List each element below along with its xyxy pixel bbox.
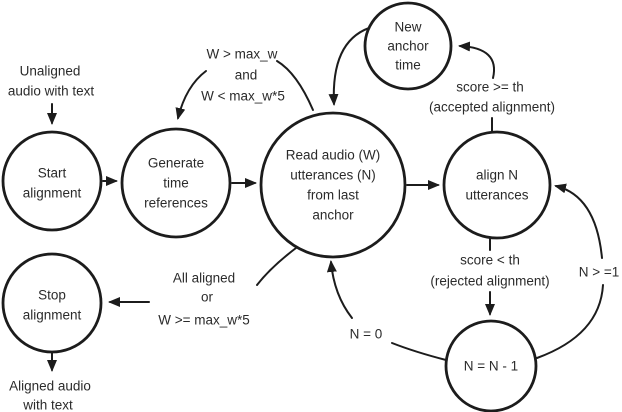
node-start-label-line: alignment bbox=[23, 186, 82, 201]
node-newanchor-label-line: anchor bbox=[387, 39, 429, 54]
node-generate-label-line: time bbox=[163, 176, 189, 191]
edge-label-accepted-line: (accepted alignment) bbox=[429, 100, 555, 115]
edge-label-n-ge-1: N > =1 bbox=[579, 265, 620, 280]
edge-newanchor-to-read bbox=[328, 27, 370, 106]
edge-label-allaligned-line: W >= max_w*5 bbox=[158, 313, 250, 328]
node-n-equals-n-minus-1 bbox=[444, 319, 538, 412]
node-start-alignment bbox=[1, 130, 103, 232]
node-stop-alignment bbox=[1, 252, 103, 354]
edge-decrement-to-align-segment-upper bbox=[554, 183, 603, 259]
node-read-label-line: anchor bbox=[312, 208, 354, 223]
node-start-label-line: Start bbox=[38, 166, 67, 181]
edge-read-to-generate-segment-right bbox=[276, 60, 314, 111]
node-read-audio-utterances bbox=[259, 111, 407, 259]
node-generate-time-references bbox=[120, 127, 232, 239]
edge-label-allaligned-line: All aligned bbox=[173, 271, 235, 286]
edge-align-to-newanchor-curve bbox=[458, 41, 496, 79]
node-decrement-label-line: N = N - 1 bbox=[464, 359, 518, 374]
node-align-label-line: align N bbox=[476, 168, 518, 183]
labels-layer: Start alignment Generate time references… bbox=[8, 20, 619, 412]
input-label-line: audio with text bbox=[8, 84, 95, 99]
node-read-label-line: from last bbox=[307, 188, 359, 203]
node-align-label-line: utterances bbox=[465, 188, 528, 203]
node-new-anchor-time bbox=[363, 1, 453, 91]
edge-decrement-to-align-segment-lower bbox=[536, 284, 604, 359]
node-newanchor-label-line: time bbox=[395, 58, 421, 73]
edges-layer bbox=[47, 27, 604, 372]
edge-label-window-line: and bbox=[235, 68, 258, 83]
node-generate-label-line: Generate bbox=[148, 156, 204, 171]
edge-label-n-eq-0: N = 0 bbox=[350, 327, 383, 342]
edge-decrement-to-read-segment-left bbox=[326, 260, 353, 319]
output-label-line: Aligned audio bbox=[9, 379, 91, 394]
edge-read-to-generate-segment-left bbox=[175, 70, 207, 120]
edge-label-rejected-line: score < th bbox=[460, 253, 520, 268]
node-read-label-line: Read audio (W) bbox=[286, 148, 381, 163]
edge-label-allaligned-line: or bbox=[201, 290, 214, 305]
nodes-layer bbox=[1, 1, 552, 412]
node-generate-label-line: references bbox=[144, 196, 208, 211]
edge-label-accepted-line: score >= th bbox=[456, 80, 524, 95]
edge-label-window-line: W < max_w*5 bbox=[201, 89, 285, 104]
node-newanchor-label-line: New bbox=[394, 20, 421, 35]
node-align-n-utterances bbox=[442, 130, 552, 240]
node-read-label-line: utterances (N) bbox=[290, 168, 376, 183]
node-stop-label-line: alignment bbox=[23, 308, 82, 323]
edge-label-rejected-line: (rejected alignment) bbox=[430, 274, 549, 289]
edge-label-window-line: W > max_w bbox=[207, 47, 278, 62]
node-stop-label-line: Stop bbox=[38, 288, 66, 303]
output-label-line: with text bbox=[22, 398, 73, 412]
edge-decrement-to-read-segment-right bbox=[391, 342, 447, 361]
edge-read-to-stop-arc bbox=[256, 247, 297, 286]
input-label-line: Unaligned bbox=[20, 64, 81, 79]
